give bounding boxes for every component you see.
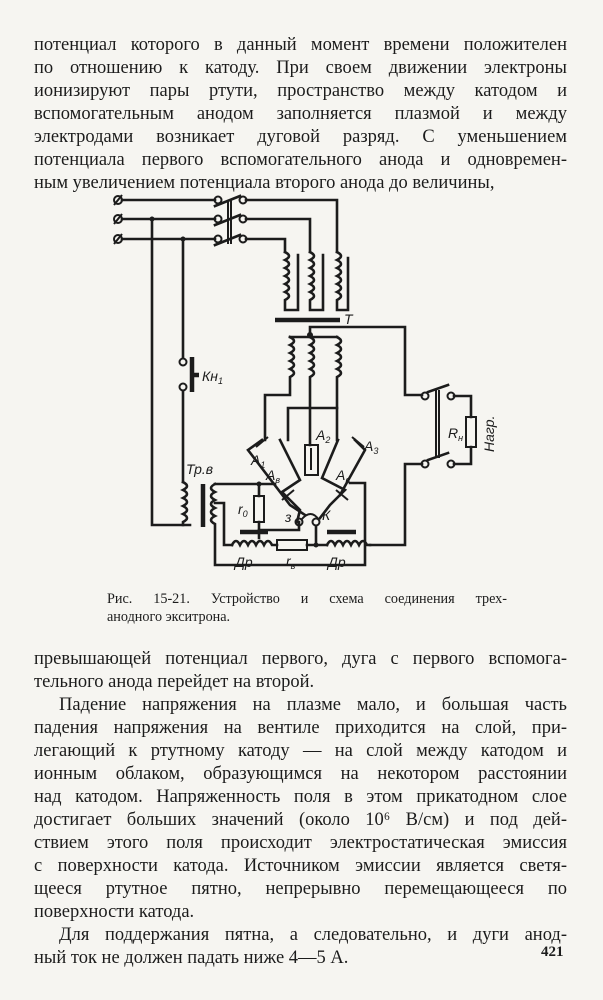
text-line: с поверхности катода. Источником эмиссии… <box>34 856 567 876</box>
text-line: Падение напряжения на плазме мало, и бол… <box>59 695 567 715</box>
text-line: достигает больших значений (около 10⁶ В/… <box>34 810 567 830</box>
bottom-text: превышающей потенциал первого, дуга с пе… <box>34 648 567 970</box>
label-rn: Rн <box>448 425 463 443</box>
text-line: по отношению к катоду. При своем движени… <box>34 58 567 78</box>
figure-caption: Рис. 15-21. Устройство и схема соединени… <box>107 590 507 626</box>
input-terminals <box>113 194 123 245</box>
text-line: ионизируют пары ртути, пространство межд… <box>34 81 567 101</box>
paragraph: превышающей потенциал первого, дуга с пе… <box>34 648 567 694</box>
label-av-right: Ав <box>335 467 350 485</box>
text-line: Для поддержания пятна, а следовательно, … <box>59 925 567 945</box>
text-line: ный ток не должен падать ниже 4—5 А. <box>34 948 349 968</box>
text-line: над катодом. Напряженность поля в этом п… <box>34 787 567 807</box>
label-k: К <box>322 507 331 523</box>
load-circuit: Rн Нагр. <box>368 383 497 547</box>
text-line: поверхности катода. <box>34 902 195 922</box>
text-line: электродами возникает дуговой разряд. С … <box>34 127 567 147</box>
secondary-windings <box>263 325 424 447</box>
label-kn1: Кн1 <box>202 368 223 386</box>
label-trv: Тр.в <box>186 461 213 477</box>
text-line: тельного анода перейдет на второй. <box>34 672 315 692</box>
text-line: потенциал которого в данный момент време… <box>34 35 567 55</box>
text-line: ионным облаком, образующимся на некоторо… <box>34 764 567 784</box>
text-line: вспомогательным анодом заполняется плазм… <box>34 104 567 124</box>
label-dr-right: Др <box>326 554 346 570</box>
transformer-t: Т <box>244 198 354 327</box>
text-line: легающий к ртутному катоду — на слой меж… <box>34 741 567 761</box>
label-rv: rв <box>286 553 296 571</box>
auxiliary-circuit: Кн1 Тр.в Др rв Др r0 <box>149 216 372 571</box>
paragraph: Падение напряжения на плазме мало, и бол… <box>34 694 567 924</box>
caption-line-1: Рис. 15-21. Устройство и схема соединени… <box>107 591 507 607</box>
caption-line-2: анодного экситрона. <box>107 609 231 625</box>
label-dr-left: Др <box>233 554 253 570</box>
page-number: 421 <box>541 944 564 960</box>
exciton-tank: А1 А2 А3 Ав Ав з К <box>246 406 378 527</box>
label-load: Нагр. <box>481 416 497 452</box>
label-z: з <box>284 509 292 525</box>
exciton-circuit-diagram: Т А1 А2 А3 Ав Ав з К Rн <box>113 194 497 571</box>
text-line: щееся ртутное пятно, непрерывно перемеща… <box>34 879 567 899</box>
label-t: Т <box>344 311 354 327</box>
label-av-left: Ав <box>265 467 280 485</box>
label-r0: r0 <box>238 501 248 519</box>
label-a3: А3 <box>363 438 378 456</box>
top-paragraph: потенциал которого в данный момент време… <box>34 34 567 195</box>
text-line: ным увеличением потенциала второго анода… <box>34 173 495 193</box>
text-line: превышающей потенциал первого, дуга с пе… <box>34 649 567 669</box>
text-line: падения напряжения на вентиле приходится… <box>34 718 567 738</box>
label-a2: А2 <box>315 427 330 445</box>
text-line: потенциала первого вспомогательного анод… <box>34 150 567 170</box>
text-line: ствием этого поля происходит электростат… <box>34 833 567 853</box>
label-a1: А1 <box>250 452 265 470</box>
paragraph: Для поддержания пятна, а следовательно, … <box>34 924 567 970</box>
